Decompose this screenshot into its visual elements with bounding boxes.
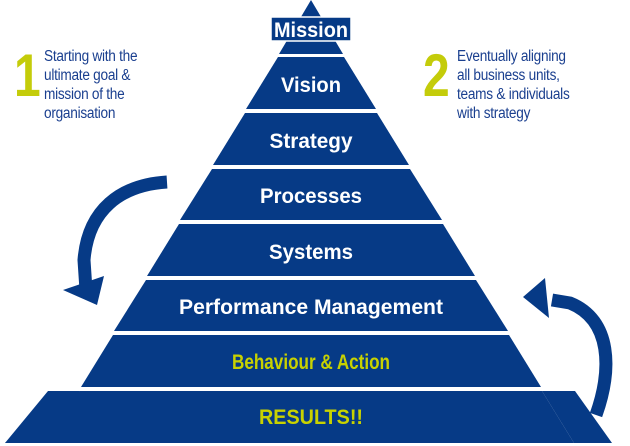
note-2-line: Eventually aligning <box>457 48 566 65</box>
tier-label-behaviour-action: Behaviour & Action <box>232 351 390 374</box>
tier-label-mission: Mission <box>274 19 348 42</box>
tier-label-vision: Vision <box>281 74 341 97</box>
step-number-2: 2 <box>423 42 450 109</box>
tier-label-results: RESULTS!! <box>259 406 363 429</box>
note-1-line: organisation <box>44 105 116 122</box>
note-1-line: Starting with the <box>44 48 138 65</box>
note-1-line: ultimate goal & <box>44 67 131 84</box>
step-number-1: 1 <box>14 42 41 109</box>
note-2-line: teams & individuals <box>457 86 570 103</box>
tier-label-processes: Processes <box>260 185 362 208</box>
tier-systems <box>147 224 475 276</box>
tier-performance-management <box>114 280 508 331</box>
note-1-text: Starting with the ultimate goal & missio… <box>44 47 138 123</box>
tier-label-strategy: Strategy <box>270 130 353 153</box>
tier-label-performance-management: Performance Management <box>179 296 443 319</box>
note-2-line: all business units, <box>457 67 560 84</box>
tier-vision <box>246 57 376 109</box>
tier-label-systems: Systems <box>269 241 353 264</box>
note-2-text: Eventually aligning all business units, … <box>457 47 570 123</box>
tier-results <box>5 391 574 443</box>
upward-curved-arrow-icon <box>523 278 613 418</box>
note-1-line: mission of the <box>44 86 125 103</box>
tier-strategy <box>213 113 409 165</box>
note-2-line: with strategy <box>457 105 531 122</box>
tier-processes <box>180 169 442 220</box>
downward-curved-arrow-icon <box>63 175 168 305</box>
mission-label-box <box>270 16 352 42</box>
tier-behaviour-action <box>81 335 541 387</box>
